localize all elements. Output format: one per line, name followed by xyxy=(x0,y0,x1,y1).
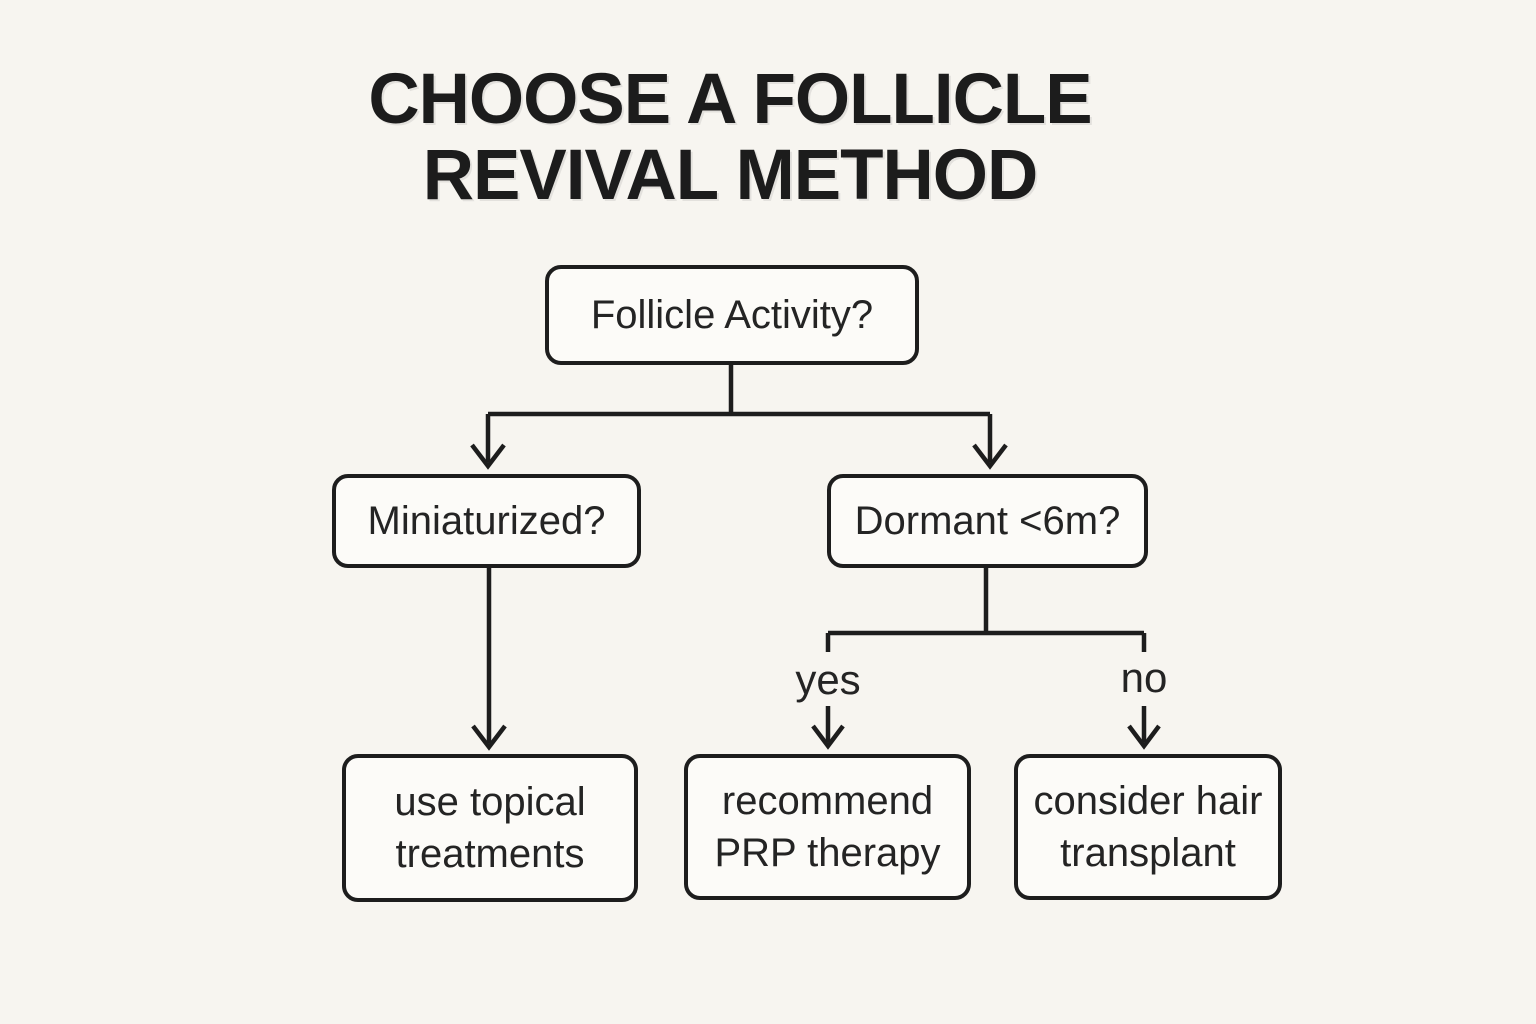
arrowhead-right-question xyxy=(972,443,1008,470)
node-miniaturized: Miniaturized? xyxy=(332,474,641,568)
arrowhead-no-result xyxy=(1127,724,1161,750)
node-use-topical-treatments: use topical treatments xyxy=(342,754,638,902)
node-consider-hair-transplant: consider hair transplant xyxy=(1014,754,1282,900)
page-title-line2: REVIVAL METHOD xyxy=(422,136,1039,215)
arrowhead-left-result xyxy=(471,724,507,751)
page-title-line1: CHOOSE A FOLLICLE xyxy=(368,60,1092,139)
edge-label-yes: yes xyxy=(795,656,861,703)
node-recommend-prp-therapy: recommend PRP therapy xyxy=(684,754,971,900)
node-dormant: Dormant <6m? xyxy=(827,474,1148,568)
node-follicle-activity: Follicle Activity? xyxy=(545,265,919,365)
edge-label-no: no xyxy=(1120,654,1168,701)
arrowhead-yes-result xyxy=(811,724,845,750)
page-title: CHOOSE A FOLLICLE REVIVAL METHOD xyxy=(0,62,1460,214)
arrowhead-left-question xyxy=(470,443,506,470)
